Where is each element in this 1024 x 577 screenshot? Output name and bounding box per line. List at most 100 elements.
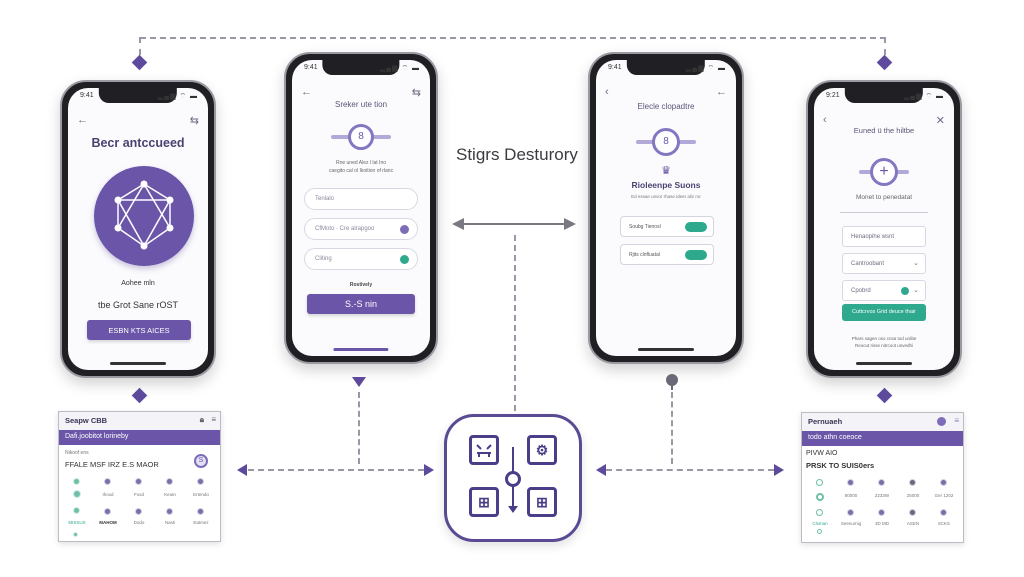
arrow-right-icon — [424, 464, 434, 476]
status-dot-icon — [901, 287, 909, 295]
dashboard-label: Nikoof ens — [65, 450, 89, 456]
metric-dot — [847, 509, 854, 516]
screen-title: Sreker ute tion — [334, 100, 388, 109]
description-line-2: caegito cal ol Ikoition of rlanc — [328, 168, 394, 174]
central-hub[interactable]: ⚙ ⊞ ⊞ — [444, 414, 582, 542]
menu-icon[interactable]: ≡ — [211, 415, 216, 424]
status-dot — [73, 490, 81, 498]
top-connector-left-drop — [139, 37, 141, 55]
dashboard-headline: PRSK TO SUIS0ers — [806, 461, 875, 470]
side-label: Clsman — [812, 521, 828, 526]
metric-label: 3D MD — [874, 521, 889, 526]
metric-label: MAHOM — [99, 520, 117, 525]
crown-icon: ♛ — [661, 165, 671, 177]
back-arrow-icon[interactable]: ← — [716, 86, 727, 98]
name-input[interactable]: Henaopihe wsnt — [842, 226, 926, 247]
avatar-icon[interactable] — [937, 417, 946, 426]
screen-subtitle: Monet to penedatat — [855, 194, 912, 201]
swap-icon[interactable]: ⇆ — [189, 115, 199, 127]
permission-row[interactable]: Soubg Tienosl — [620, 216, 714, 237]
divider — [840, 212, 928, 213]
dashboard-headline: FFALE MSF IRZ E.S MAOR — [65, 460, 159, 469]
status-time: 9:41 — [80, 92, 94, 99]
chevron-down-icon: ⌄ — [913, 260, 919, 267]
metric-label: Nasti — [164, 520, 176, 525]
arrow-left-icon — [596, 464, 606, 476]
connector-vertical — [671, 392, 673, 464]
top-connector-right-drop — [884, 37, 886, 55]
hero-label: Aohee mln — [121, 280, 155, 287]
status-dot — [73, 532, 78, 537]
badge-icon[interactable]: S — [194, 454, 208, 468]
submit-button[interactable]: S.-S nin — [307, 294, 415, 314]
grid-icon: ⊞ — [527, 487, 557, 517]
diamond-marker-icon — [876, 54, 893, 71]
setting-input[interactable]: Cliting — [304, 248, 418, 270]
footer-line-1: Phars sagen oso cnsa tod urdite — [851, 336, 917, 341]
confirm-button[interactable]: Cuttcrvos Grid deuce thair — [842, 304, 926, 321]
metric-label: Keutn — [164, 492, 176, 497]
phone-notch — [626, 60, 706, 75]
phone-notch — [844, 88, 924, 103]
metric-label: Foxd — [133, 492, 144, 497]
swap-icon[interactable]: ⇆ — [411, 87, 421, 99]
primary-button[interactable]: ESBN KTS AICES — [87, 320, 191, 340]
arrow-left-icon — [237, 464, 247, 476]
phone-onboarding: 9:41 ▂▄▆ ⌔ ▬ ← ⇆ Becr antccueed Aohee ml… — [60, 80, 216, 378]
toggle-switch[interactable] — [685, 250, 707, 260]
back-chevron-icon[interactable]: ‹ — [605, 86, 609, 98]
back-chevron-icon[interactable]: ‹ — [823, 114, 827, 126]
metric-label: ASEN — [906, 521, 920, 526]
add-node-icon: + — [859, 158, 909, 186]
connector-vertical — [358, 392, 360, 464]
status-dot-icon — [400, 255, 409, 264]
metric-dot — [847, 479, 854, 486]
phone-registration: 9:41 ▂▄▆ ⌔ ▬ ← ⇆ Sreker ute tion 8 Rne u… — [284, 52, 438, 364]
status-dot — [73, 478, 80, 485]
flow-node-icon — [505, 447, 521, 513]
metric-label: Eatmez — [193, 520, 209, 525]
gear-icon: ⚙ — [527, 435, 557, 465]
description-line-1: Rne uned Alez l lat Ino — [335, 160, 387, 166]
metric-dot — [909, 509, 916, 516]
top-connector-line — [140, 37, 886, 39]
status-icons: ▂▄▆ ⌔ ▬ — [157, 93, 198, 100]
option-select[interactable]: Cpobrd ⌄ — [842, 280, 926, 301]
status-dot — [816, 479, 823, 486]
arrow-right-icon — [774, 464, 784, 476]
dashboard-header: Seapw CBB 🔒︎ ≡ — [59, 412, 220, 430]
metric-dot — [940, 479, 947, 486]
permission-row[interactable]: Rjits clnfluatal — [620, 244, 714, 265]
section-subheading: Ed essae unvor rhase ideer aliz ror — [631, 194, 701, 199]
status-time: 9:41 — [608, 64, 622, 71]
close-icon[interactable]: ✕ — [935, 115, 945, 127]
metric-label: Ertendo — [193, 492, 209, 497]
back-arrow-icon[interactable]: ← — [301, 86, 312, 98]
diamond-marker-icon — [131, 387, 148, 404]
status-dot — [73, 507, 80, 514]
lock-icon[interactable]: 🔒︎ — [199, 415, 204, 424]
diamond-marker-icon — [876, 387, 893, 404]
status-time: 9:21 — [826, 92, 840, 99]
home-indicator — [856, 362, 912, 365]
email-input[interactable]: CfMoto · Cre alrapgoo — [304, 218, 418, 240]
phone-notch — [98, 88, 178, 103]
status-time: 9:41 — [304, 64, 318, 71]
section-heading: Rioleenpe Suons — [631, 180, 701, 190]
dashboard-bar: todo athn coeoce — [802, 431, 963, 446]
status-icons: ▂▄▆ ⌔ ▬ — [379, 65, 420, 72]
toggle-switch[interactable] — [685, 222, 707, 232]
name-input[interactable]: Tenlalo — [304, 188, 418, 210]
chevron-down-icon: ⌄ — [913, 287, 919, 294]
status-dot — [816, 493, 824, 501]
metric-dot — [940, 509, 947, 516]
back-arrow-icon[interactable]: ← — [77, 114, 88, 126]
network-hexagon-icon — [94, 166, 194, 266]
connector-horizontal — [606, 469, 774, 471]
menu-icon[interactable]: ≡ — [954, 416, 959, 425]
pin-marker-icon — [666, 374, 678, 390]
metric-label: Seenumig — [840, 521, 862, 526]
screen-title: Elecle clopadtre — [637, 102, 695, 111]
status-dot — [817, 529, 822, 534]
controller-select[interactable]: Cantroobant ⌄ — [842, 253, 926, 274]
